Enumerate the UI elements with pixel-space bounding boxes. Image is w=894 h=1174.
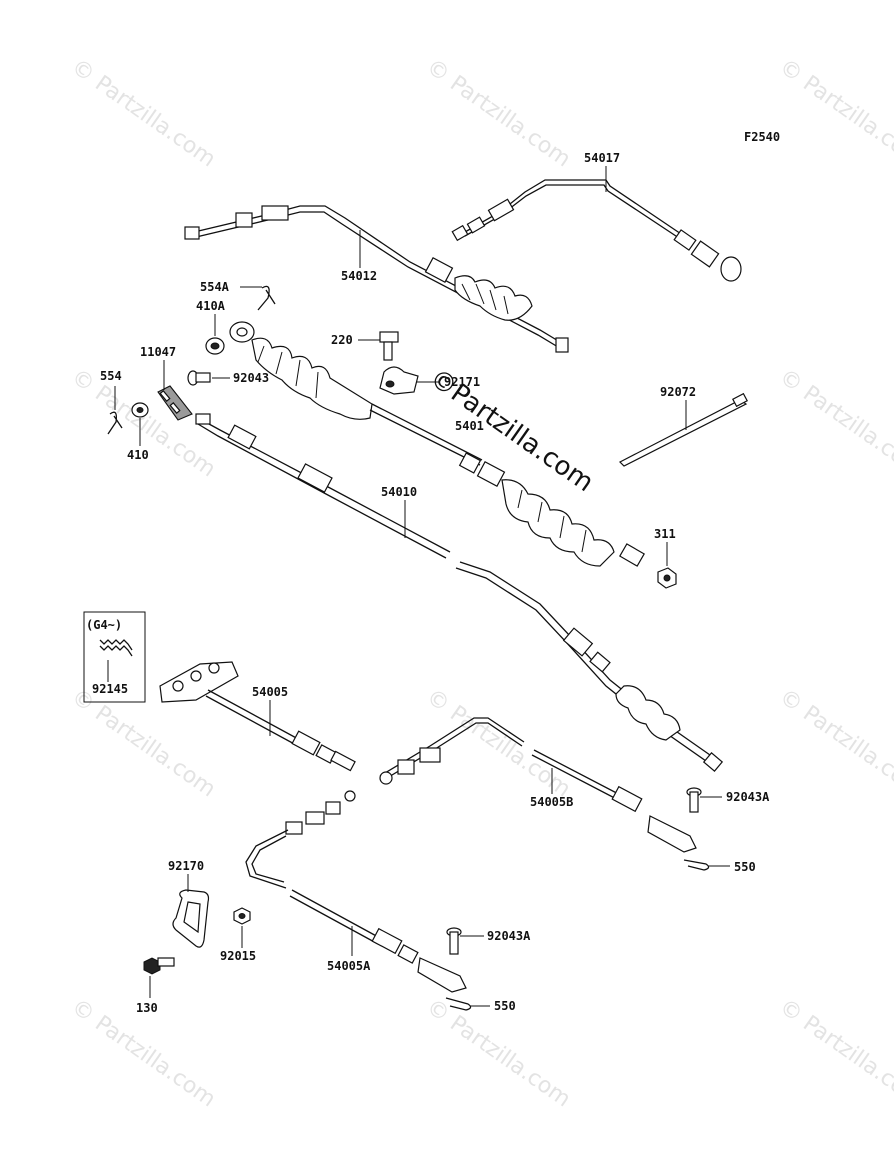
- cable-54017: [451, 179, 742, 282]
- part-410A: [205, 337, 225, 355]
- label-92043: 92043: [233, 371, 269, 385]
- watermark: © Partzilla.com: [775, 684, 894, 802]
- cable-54010: [195, 413, 724, 772]
- part-11047: [157, 385, 193, 421]
- part-92043A-upper: [686, 787, 702, 813]
- figure-code: F2540: [744, 130, 780, 144]
- part-554: [107, 411, 123, 435]
- cable-5401X: [229, 321, 645, 567]
- cable-54012: [184, 205, 569, 353]
- part-410: [131, 402, 149, 418]
- cable-54005A: [245, 790, 467, 993]
- label-554A: 554A: [200, 280, 230, 294]
- label-311: 311: [654, 527, 676, 541]
- watermark-layer: © Partzilla.com © Partzilla.com © Partzi…: [67, 54, 894, 1112]
- label-54005A: 54005A: [327, 959, 371, 973]
- watermark: © Partzilla.com: [67, 54, 220, 172]
- label-54012: 54012: [341, 269, 377, 283]
- variant-box: (G4~) 92145: [83, 611, 146, 703]
- label-92043A-2: 92043A: [487, 929, 531, 943]
- part-550-upper: [683, 859, 710, 871]
- label-92043A-1: 92043A: [726, 790, 770, 804]
- label-410A: 410A: [196, 299, 226, 313]
- label-92145: 92145: [92, 682, 128, 696]
- part-92170: [172, 889, 210, 948]
- part-92072: [618, 392, 748, 467]
- label-550-1: 550: [734, 860, 756, 874]
- part-311: [657, 567, 677, 589]
- label-550-2: 550: [494, 999, 516, 1013]
- variant-note: (G4~): [86, 618, 122, 632]
- label-130: 130: [136, 1001, 158, 1015]
- part-554A: [257, 285, 276, 311]
- label-54017: 54017: [584, 151, 620, 165]
- watermark: © Partzilla.com: [422, 54, 575, 172]
- label-410: 410: [127, 448, 149, 462]
- label-54010: 54010: [381, 485, 417, 499]
- part-220: [379, 331, 399, 361]
- label-54005: 54005: [252, 685, 288, 699]
- label-92072: 92072: [660, 385, 696, 399]
- watermark: © Partzilla.com: [775, 994, 894, 1112]
- label-11047: 11047: [140, 345, 176, 359]
- watermark: © Partzilla.com: [775, 364, 894, 482]
- cable-54005: [159, 661, 356, 772]
- cable-54005B: [379, 717, 697, 853]
- label-92170: 92170: [168, 859, 204, 873]
- label-220: 220: [331, 333, 353, 347]
- label-5401X: 5401: [455, 419, 484, 433]
- label-54005B: 54005B: [530, 795, 573, 809]
- watermark: © Partzilla.com: [775, 54, 894, 172]
- part-550-lower: [445, 997, 472, 1011]
- label-92015: 92015: [220, 949, 256, 963]
- part-92043: [187, 370, 211, 386]
- label-92171: 92171: [444, 375, 480, 389]
- part-92171: [379, 366, 419, 395]
- part-130: [143, 957, 175, 975]
- part-92015: [233, 907, 251, 925]
- label-554: 554: [100, 369, 122, 383]
- part-92043A-lower: [446, 927, 462, 955]
